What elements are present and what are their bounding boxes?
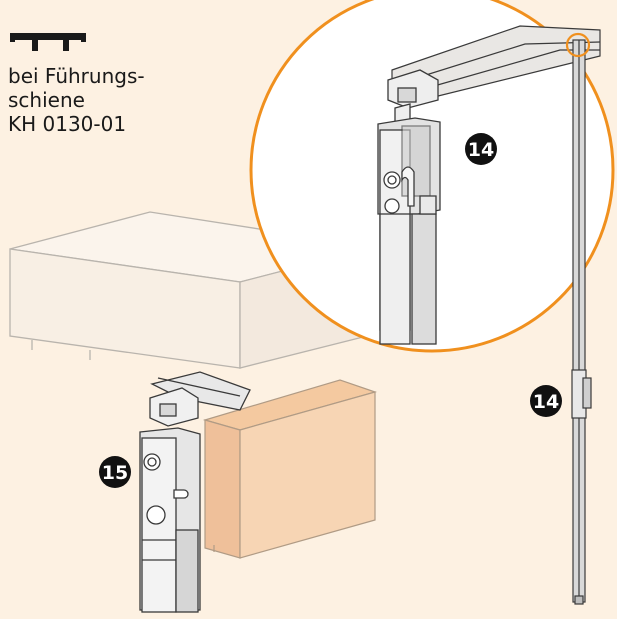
detail-marker-circle xyxy=(565,32,591,58)
callout-side-badge: 14 xyxy=(530,385,562,417)
callout-bottom-label: 15 xyxy=(102,462,128,484)
callout-bottom-badge: 15 xyxy=(99,456,131,488)
caption-line-3: KH 0130-01 xyxy=(8,112,127,136)
callout-detail-badge: 14 xyxy=(465,133,497,165)
guide-rail-caption: bei Führungs- schiene KH 0130-01 xyxy=(8,64,145,136)
guide-rail-icon xyxy=(10,33,86,51)
detail-magnifier xyxy=(249,0,615,353)
caption-line-1: bei Führungs- xyxy=(8,64,145,88)
caption-line-2: schiene xyxy=(8,88,85,112)
highlight-panel xyxy=(202,379,378,559)
callout-side-label: 14 xyxy=(533,391,559,413)
lower-assembly xyxy=(139,371,251,613)
espagnolette-bar xyxy=(571,39,592,605)
callout-detail-label: 14 xyxy=(468,139,494,161)
